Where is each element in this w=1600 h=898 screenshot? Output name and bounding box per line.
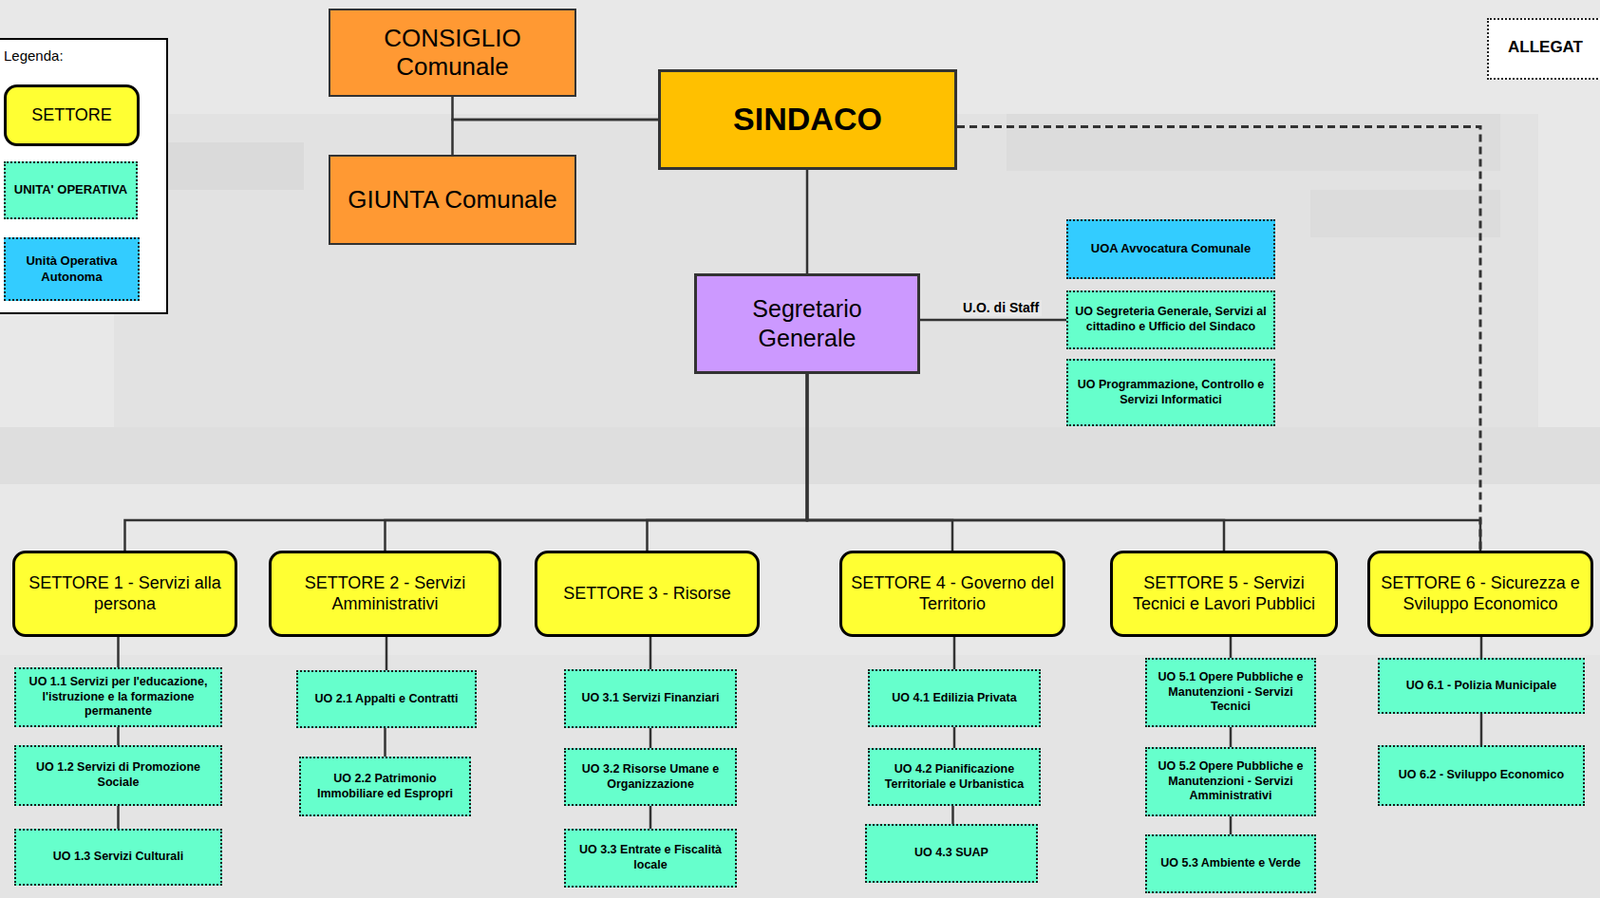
node-text: SETTORE 2 - Servizi Amministrativi bbox=[279, 573, 491, 615]
legend-swatch: SETTORE bbox=[3, 84, 140, 147]
node-text: UO Segreteria Generale, Servizi al citta… bbox=[1073, 304, 1268, 335]
unit-box: UO 6.1 - Polizia Municipale bbox=[1377, 658, 1585, 715]
node-text: UO 1.1 Servizi per l'educazione, l'istru… bbox=[21, 675, 215, 720]
node-text: UO 1.2 Servizi di Promozione Sociale bbox=[21, 760, 215, 791]
legend-swatch: Unità Operativa Autonoma bbox=[3, 237, 140, 302]
dashed-connector bbox=[957, 126, 1481, 551]
connector-line bbox=[452, 119, 659, 155]
connector-line bbox=[1229, 727, 1233, 748]
unit-box: UO 3.1 Servizi Finanziari bbox=[564, 669, 737, 729]
connector-line bbox=[953, 637, 957, 670]
node-text: CONSIGLIO Comunale bbox=[338, 24, 567, 82]
connector-line bbox=[385, 637, 389, 671]
unit-box: UO 3.2 Risorse Umane e Organizzazione bbox=[564, 748, 737, 807]
node-text: SETTORE 1 - Servizi alla persona bbox=[22, 573, 227, 615]
connector-line bbox=[1229, 816, 1233, 835]
node-text: UOA Avvocatura Comunale bbox=[1091, 241, 1251, 258]
connector-line bbox=[1229, 637, 1233, 659]
sector-box: SETTORE 1 - Servizi alla persona bbox=[12, 550, 238, 638]
unit-box: UO 2.2 Patrimonio Immobiliare ed Espropr… bbox=[299, 756, 471, 817]
connector-line bbox=[125, 374, 809, 551]
node-text: UO 6.2 - Sviluppo Economico bbox=[1398, 768, 1564, 784]
node-text: UO 3.1 Servizi Finanziari bbox=[581, 691, 719, 707]
autonomous-unit-box: UOA Avvocatura Comunale bbox=[1066, 219, 1276, 280]
node-text: SETTORE 3 - Risorse bbox=[563, 583, 732, 605]
connector-line bbox=[649, 806, 653, 829]
connector-line bbox=[116, 637, 120, 668]
connector-line bbox=[452, 96, 659, 120]
node-text: UO 4.3 SUAP bbox=[914, 846, 989, 862]
unit-box: UO 5.3 Ambiente e Verde bbox=[1145, 834, 1317, 894]
unit-box: UO Programmazione, Controllo e Servizi I… bbox=[1066, 358, 1276, 427]
connector-line bbox=[920, 319, 1067, 322]
legend-swatch: UNITA' OPERATIVA bbox=[3, 161, 138, 220]
node-text: UO 2.2 Patrimonio Immobiliare ed Espropr… bbox=[306, 771, 464, 802]
node-text: UO 5.1 Opere Pubbliche e Manutenzioni - … bbox=[1152, 670, 1309, 716]
connector-line bbox=[806, 169, 810, 274]
node-text: Segretario Generale bbox=[704, 294, 910, 355]
unit-box: UO 1.2 Servizi di Promozione Sociale bbox=[14, 745, 223, 807]
connector-label: U.O. di Staff bbox=[960, 300, 1042, 317]
sector-box: SETTORE 6 - Sicurezza e Sviluppo Economi… bbox=[1367, 550, 1594, 638]
unit-box: UO 1.3 Servizi Culturali bbox=[14, 828, 223, 886]
unit-box: UO 5.1 Opere Pubbliche e Manutenzioni - … bbox=[1145, 658, 1317, 728]
node-text: SETTORE 6 - Sicurezza e Sviluppo Economi… bbox=[1377, 573, 1583, 615]
legend-text: UNITA' OPERATIVA bbox=[14, 182, 128, 198]
sector-box: SETTORE 3 - Risorse bbox=[534, 550, 760, 638]
connector-line bbox=[807, 374, 1481, 551]
legend-title: Legenda: bbox=[3, 47, 64, 65]
unit-box: UO 6.2 - Sviluppo Economico bbox=[1377, 745, 1585, 807]
connector-line bbox=[953, 727, 957, 749]
connector-line bbox=[1480, 714, 1484, 746]
connector-line bbox=[649, 728, 653, 749]
unit-box: UO 3.3 Entrate e Fiscalità locale bbox=[564, 828, 737, 888]
window-band bbox=[1006, 113, 1501, 171]
connector-line bbox=[385, 374, 809, 551]
connector-line bbox=[1480, 637, 1484, 659]
connector-line bbox=[116, 727, 120, 746]
node-text: SINDACO bbox=[733, 101, 883, 137]
legend-text: SETTORE bbox=[31, 105, 113, 127]
node-text: GIUNTA Comunale bbox=[347, 186, 558, 215]
node-text: UO 5.3 Ambiente e Verde bbox=[1160, 856, 1301, 872]
unit-box: UO 4.1 Edilizia Privata bbox=[867, 669, 1041, 728]
node-text: UO 3.3 Entrate e Fiscalità locale bbox=[571, 843, 730, 873]
building-base bbox=[0, 655, 1600, 898]
building-floor bbox=[0, 427, 1600, 485]
connector-line bbox=[383, 728, 387, 757]
node-text: SETTORE 5 - Servizi Tecnici e Lavori Pub… bbox=[1120, 573, 1328, 615]
unit-box: UO 5.2 Opere Pubbliche e Manutenzioni - … bbox=[1145, 747, 1317, 817]
annex-label: ALLEGAT bbox=[1507, 37, 1583, 57]
sector-box: SETTORE 2 - Servizi Amministrativi bbox=[268, 550, 502, 638]
node-text: UO 2.1 Appalti e Contratti bbox=[315, 692, 459, 708]
mayor-box: SINDACO bbox=[658, 69, 958, 170]
node-text: UO 4.1 Edilizia Privata bbox=[891, 691, 1017, 707]
unit-box: UO 4.3 SUAP bbox=[865, 824, 1038, 884]
connector-line bbox=[807, 374, 953, 551]
node-text: UO 5.2 Opere Pubbliche e Manutenzioni - … bbox=[1152, 759, 1309, 805]
node-text: UO 3.2 Risorse Umane e Organizzazione bbox=[571, 762, 730, 792]
connector-line bbox=[649, 637, 653, 670]
node-text: UO 4.2 Pianificazione Territoriale e Urb… bbox=[875, 762, 1034, 792]
window-band bbox=[1310, 189, 1501, 238]
legend-text: Unità Operativa Autonoma bbox=[10, 253, 133, 285]
connector-line bbox=[951, 806, 955, 825]
node-text: UO Programmazione, Controllo e Servizi I… bbox=[1073, 377, 1268, 408]
sector-box: SETTORE 5 - Servizi Tecnici e Lavori Pub… bbox=[1110, 550, 1338, 638]
node-text: UO 6.1 - Polizia Municipale bbox=[1406, 678, 1557, 695]
sector-box: SETTORE 4 - Governo del Territorio bbox=[839, 550, 1066, 638]
connector-line bbox=[647, 374, 809, 551]
council-box: CONSIGLIO Comunale bbox=[328, 8, 577, 97]
node-text: UO 1.3 Servizi Culturali bbox=[53, 849, 185, 866]
secretary-box: Segretario Generale bbox=[694, 273, 921, 375]
connector-line bbox=[116, 806, 120, 829]
node-text: SETTORE 4 - Governo del Territorio bbox=[849, 573, 1055, 615]
unit-box: UO 2.1 Appalti e Contratti bbox=[296, 670, 477, 729]
unit-box: UO Segreteria Generale, Servizi al citta… bbox=[1066, 290, 1276, 350]
council-box: GIUNTA Comunale bbox=[328, 154, 577, 245]
unit-box: UO 1.1 Servizi per l'educazione, l'istru… bbox=[14, 667, 223, 728]
unit-box: UO 4.2 Pianificazione Territoriale e Urb… bbox=[867, 748, 1041, 807]
